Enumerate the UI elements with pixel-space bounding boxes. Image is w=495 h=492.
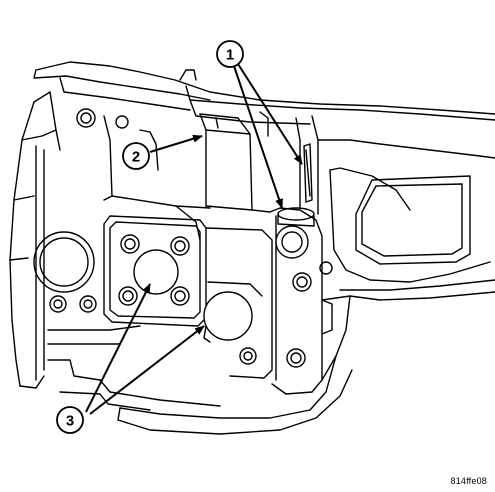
right-bracket (269, 207, 333, 395)
right-dash-structure (117, 139, 495, 435)
left-round-boss (33, 108, 129, 313)
callout-1-label: 1 (226, 47, 234, 64)
figure-code: 814ffe08 (450, 476, 487, 486)
callout-3-label: 3 (66, 413, 74, 430)
callout-1: 1 (216, 40, 244, 68)
dash-top-frame (33, 61, 495, 125)
callout-2: 2 (122, 142, 150, 170)
callout-2-label: 2 (132, 149, 140, 166)
upper-bracket (103, 113, 271, 241)
leader-line-1a (237, 63, 303, 165)
leader-line-3a (85, 283, 151, 413)
leader-lines (85, 63, 303, 415)
leader-line-3b (89, 325, 205, 415)
left-housing (9, 91, 61, 389)
center-mount-plate (103, 215, 207, 327)
leader-line-1b (233, 65, 283, 209)
right-mount-plate (203, 227, 273, 379)
lower-left-panel (47, 325, 221, 411)
vertical-support (259, 111, 319, 215)
leader-line-2 (149, 134, 203, 153)
callout-3: 3 (56, 406, 84, 434)
